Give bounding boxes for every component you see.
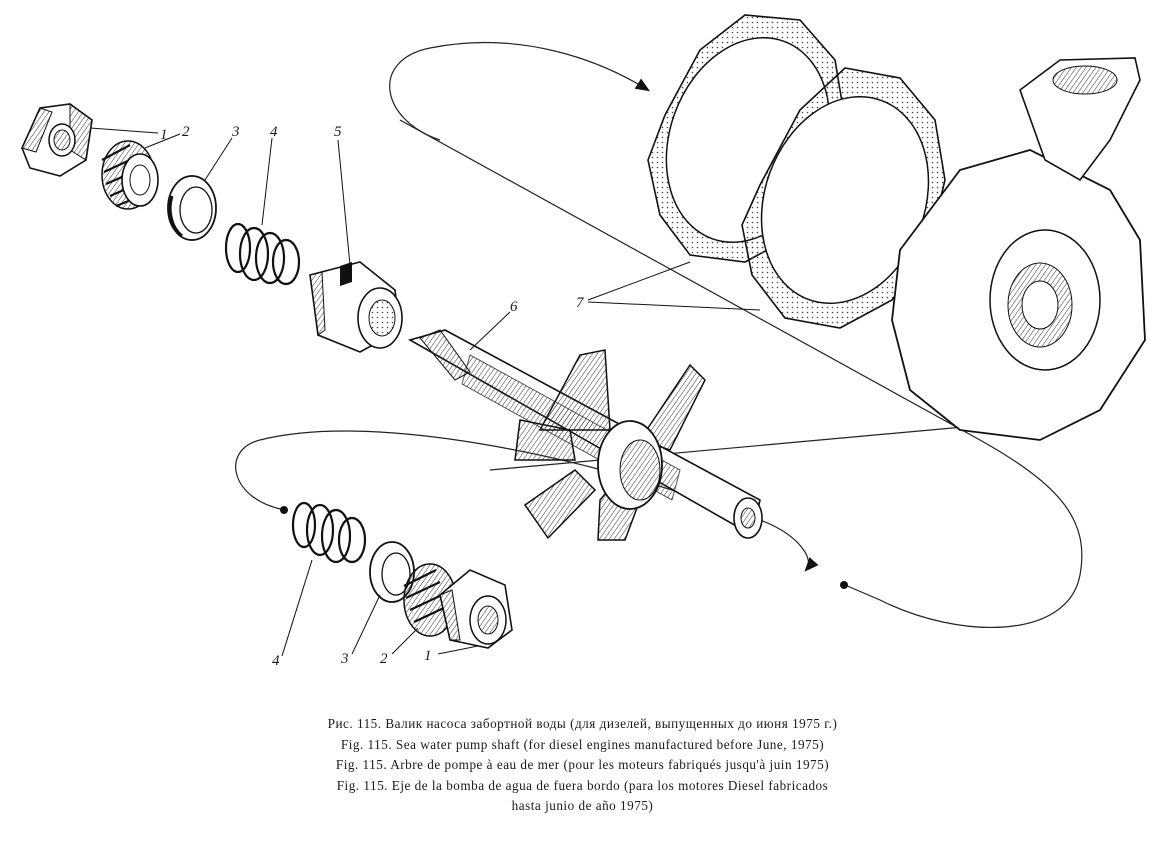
threaded-bushing-top <box>101 140 159 210</box>
caption-russian: Рис. 115. Валик насоса забортной воды (д… <box>327 716 838 731</box>
washer-bottom <box>369 541 415 603</box>
pump-housing <box>891 57 1146 441</box>
callout-2-bottom: 2 <box>380 651 388 667</box>
caption-french: Fig. 115. Arbre de pompe à eau de mer (p… <box>335 757 830 772</box>
callout-2-top: 2 <box>182 124 190 140</box>
spring-bottom <box>291 501 367 564</box>
callout-3-bottom: 3 <box>340 651 349 667</box>
callout-6: 6 <box>510 299 518 315</box>
callout-4-top: 4 <box>270 124 278 140</box>
spring-top <box>224 222 301 286</box>
caption-english: Fig. 115. Sea water pump shaft (for dies… <box>340 736 825 752</box>
castellated-nut-bottom <box>439 569 513 649</box>
threaded-bushing-bottom <box>403 563 457 637</box>
long-diagonal-path <box>389 42 651 141</box>
callout-1-top: 1 <box>160 127 168 143</box>
gasket-to-shaft-path <box>399 119 1083 628</box>
impeller-shaft <box>407 329 763 541</box>
callout-7: 7 <box>576 295 585 311</box>
path-end-dot-right <box>840 581 848 589</box>
caption-spanish-line-2: hasta junio de año 1975) <box>511 798 654 813</box>
path-end-dot-left <box>280 506 288 514</box>
caption-spanish-line-1: Fig. 115. Eje de la bomba de agua de fue… <box>336 777 829 793</box>
bottom-loop-path <box>235 430 819 572</box>
slotted-sleeve <box>309 261 403 353</box>
callout-4-bottom: 4 <box>272 653 280 669</box>
figure-caption: Рис. 115. Валик насоса забортной воды (д… <box>0 714 1165 817</box>
castellated-nut-top <box>21 103 93 177</box>
assembly-path-lines <box>235 42 1083 628</box>
leader-lines <box>89 127 761 657</box>
washer-top <box>167 175 217 241</box>
gasket-front <box>741 67 946 329</box>
callout-5: 5 <box>334 124 342 140</box>
upper-assembly-path <box>489 419 1041 471</box>
callout-1-bottom: 1 <box>424 648 432 664</box>
callout-3-top: 3 <box>231 124 240 140</box>
